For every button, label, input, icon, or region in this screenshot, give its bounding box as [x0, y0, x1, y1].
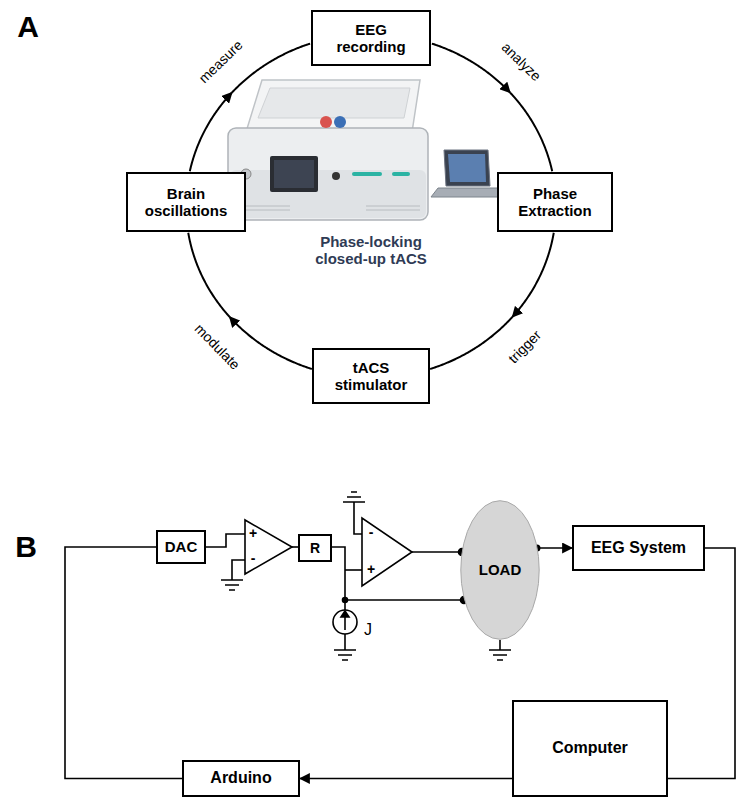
signal-wire: [65, 547, 182, 779]
process-box: Brain oscillations: [126, 172, 246, 232]
current-source-symbol: [333, 610, 357, 634]
current-arrowhead: [341, 611, 349, 617]
process-box: tACS stimulator: [312, 348, 430, 405]
signal-wire: [300, 778, 512, 779]
wire: [412, 551, 462, 553]
wire-path: [668, 548, 735, 779]
ground-symbol: [489, 650, 511, 660]
signal-wire: [533, 545, 572, 552]
pin-sign: +: [367, 562, 375, 577]
cycle-arc: [512, 233, 553, 317]
wire: [354, 502, 362, 534]
pin-sign: +: [249, 526, 257, 541]
wire: [345, 599, 464, 601]
pin-sign: -: [369, 525, 374, 540]
load-ellipse: LOAD: [460, 500, 540, 640]
wire: [206, 534, 245, 547]
cycle-arc: [510, 93, 552, 172]
node-text: Phase Extraction: [507, 185, 603, 220]
edge-label: modulate: [192, 321, 243, 373]
cycle-arc: [432, 44, 510, 93]
panel-label: B: [15, 530, 37, 563]
node-text: DAC: [165, 538, 198, 555]
cycle-arc: [190, 93, 232, 172]
wire: [345, 569, 362, 571]
process-box: Arduino: [182, 760, 300, 797]
load-ellipse-shape: [461, 501, 539, 640]
signal-wire: [668, 548, 735, 779]
cycle-arrow: [430, 233, 554, 369]
op-amp-symbol: [245, 520, 292, 574]
cycle-arc: [232, 44, 310, 93]
node-text: EEG recording: [321, 21, 421, 56]
wire: [344, 634, 346, 650]
wire-path: [300, 778, 512, 780]
wire: [499, 640, 501, 650]
node-text: R: [310, 540, 320, 556]
cycle-arc: [430, 317, 512, 369]
current-source-label: J: [364, 621, 372, 639]
junction-dot: [343, 598, 348, 603]
process-box: EEG recording: [311, 10, 431, 67]
node-text: Brain oscillations: [136, 185, 236, 220]
pin-sign: -: [251, 551, 256, 566]
node-text: LOAD: [479, 561, 522, 578]
ground-symbol: [343, 492, 365, 502]
edge-label: measure: [196, 37, 246, 86]
process-box: Phase Extraction: [497, 172, 613, 232]
cycle-arrow: [432, 44, 552, 172]
op-amp-symbol: [362, 518, 412, 586]
panel-label: A: [17, 10, 39, 43]
system-box: EEG System: [572, 525, 705, 571]
node-text: EEG System: [591, 539, 686, 557]
node-text: Computer: [552, 739, 628, 757]
ground-symbol: [334, 650, 356, 660]
wire-path: [65, 547, 182, 779]
cycle-arc: [188, 233, 229, 317]
wire: [232, 560, 245, 580]
ground-symbol: [221, 580, 243, 590]
stimulator-device: [228, 80, 428, 220]
center-caption: Phase-locking closed-up tACS: [296, 234, 446, 267]
dac-box: DAC: [156, 530, 206, 564]
edge-label: trigger: [505, 328, 544, 367]
node-text: Arduino: [210, 769, 271, 787]
wire-path: [537, 547, 572, 549]
laptop: [431, 150, 507, 197]
resistor-symbol: R: [298, 534, 332, 562]
wire: [334, 602, 335, 612]
process-box: Computer: [512, 700, 668, 797]
node-text: tACS stimulator: [322, 359, 420, 394]
edge-label: analyze: [499, 39, 544, 84]
